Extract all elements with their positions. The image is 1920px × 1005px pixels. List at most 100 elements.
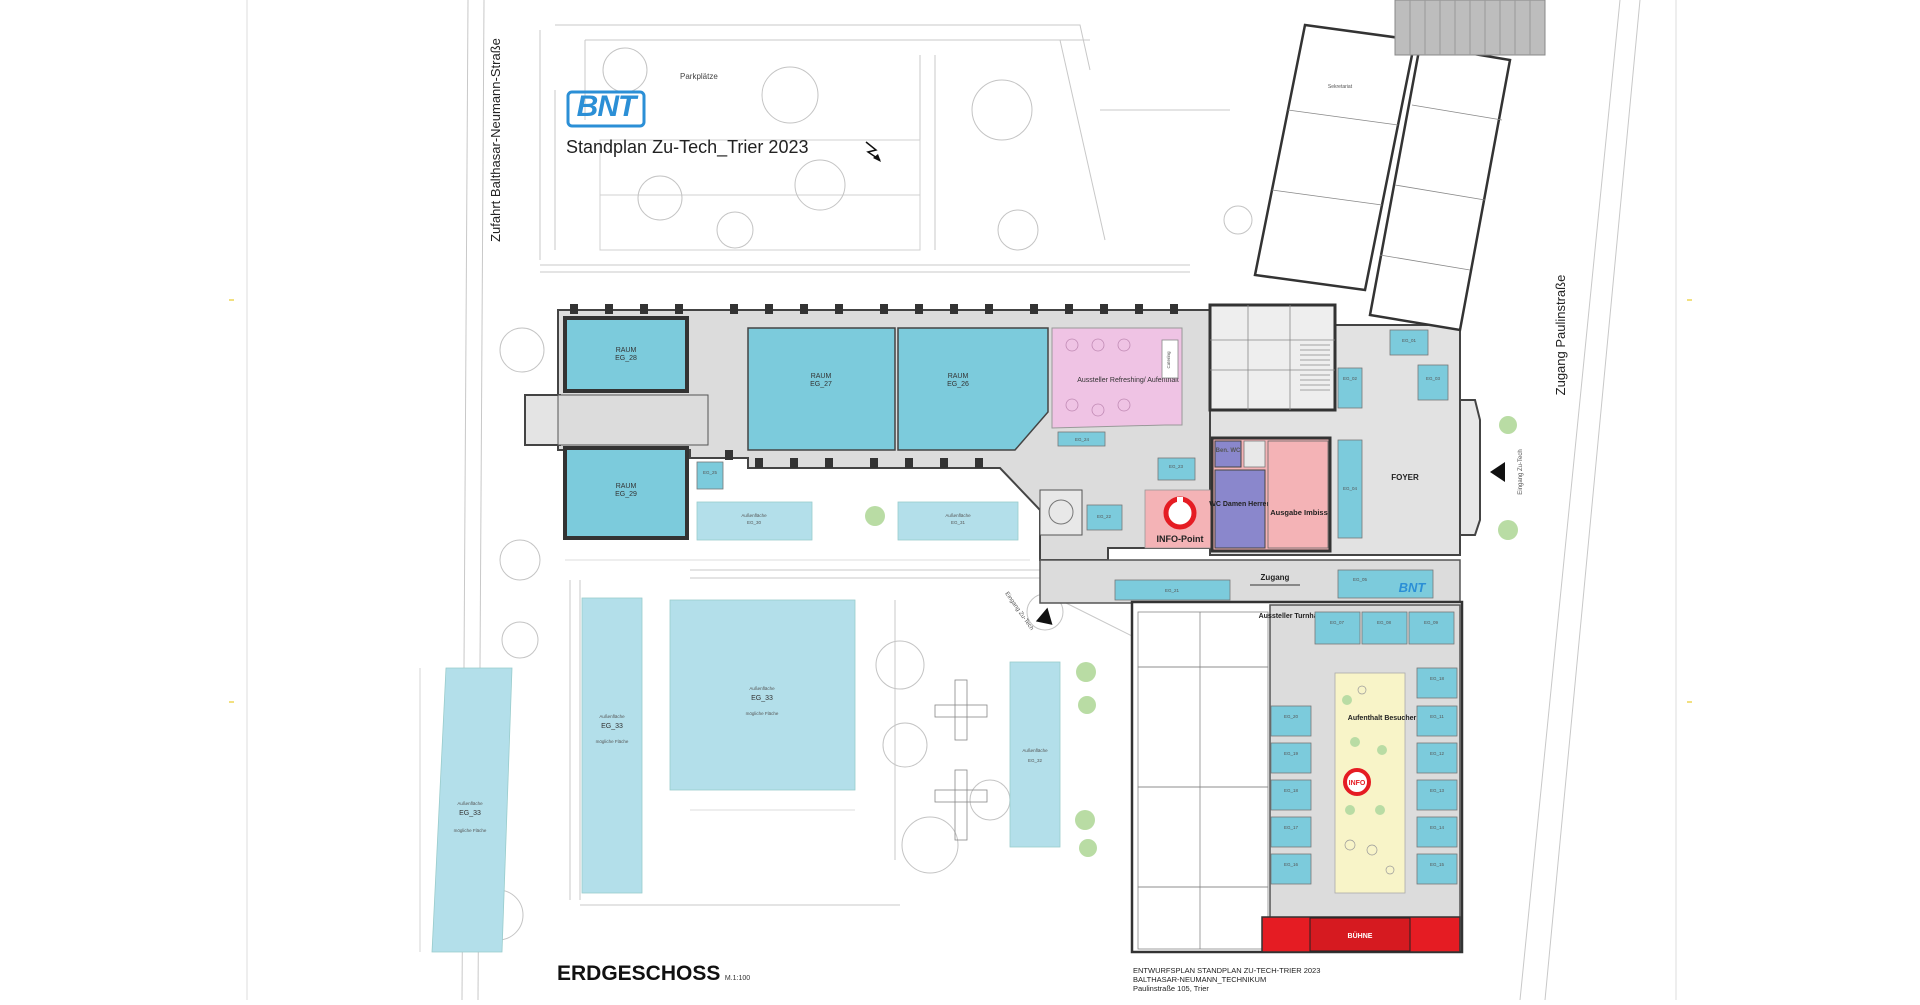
floor-name: ERDGESCHOSS xyxy=(557,962,721,985)
spiral-stair-icon xyxy=(1048,499,1074,525)
shrub xyxy=(1079,839,1097,857)
outdoor-eg33-left[interactable]: Außenfläche EG_33 mögliche Fläche xyxy=(431,667,513,953)
booth-eg08[interactable]: EG_08 xyxy=(1361,611,1408,645)
booth-eg15-code: EG_15 xyxy=(1430,862,1445,867)
tree xyxy=(997,209,1039,251)
booth-eg02-area[interactable] xyxy=(1337,367,1363,409)
bnt-logo: BNT xyxy=(566,84,646,132)
hatching xyxy=(1409,0,1531,55)
room-eg28[interactable]: RAUM EG_28 xyxy=(563,316,689,393)
booth-eg25[interactable]: EG_25 xyxy=(696,461,724,490)
north-arrow-icon xyxy=(865,141,881,162)
booth-eg05[interactable]: EG_05 BNT xyxy=(1337,569,1434,599)
booth-eg21-area[interactable] xyxy=(1114,579,1231,601)
room-eg29-area[interactable] xyxy=(563,446,689,540)
tree xyxy=(499,327,545,373)
booth-eg16-area[interactable] xyxy=(1270,853,1312,885)
room-eg26-area[interactable] xyxy=(897,327,1049,451)
info-point[interactable]: INFO-Point xyxy=(1144,489,1216,549)
booth-eg20-area[interactable] xyxy=(1270,705,1312,737)
booth-eg21[interactable]: EG_21 xyxy=(1114,579,1231,601)
booth-eg22-area[interactable] xyxy=(1086,504,1123,531)
booth-eg13-area[interactable] xyxy=(1416,779,1458,811)
tree xyxy=(971,79,1033,141)
booth-eg15-area[interactable] xyxy=(1416,853,1458,885)
outdoor-eg33-mid-area[interactable] xyxy=(581,597,643,894)
outdoor-eg32-label: Außenfläche xyxy=(1022,748,1048,753)
room-eg26[interactable]: RAUM EG_26 xyxy=(897,327,1049,451)
booth-eg04-area[interactable] xyxy=(1337,439,1363,539)
booth-eg25-area[interactable] xyxy=(696,461,724,490)
plan-info: ENTWURFSPLAN STANDPLAN ZU-TECH-TRIER 202… xyxy=(1133,966,1320,993)
outdoor-eg32-code: EG_32 xyxy=(1028,758,1043,763)
booth-eg01[interactable]: EG_01 xyxy=(1389,329,1429,356)
outdoor-eg33-big[interactable]: Außenfläche EG_33 mögliche Fläche xyxy=(669,599,856,791)
booth-eg12[interactable]: EG_12 xyxy=(1416,742,1458,774)
shrub xyxy=(1075,810,1095,830)
booth-eg11-area[interactable] xyxy=(1416,705,1458,737)
booth-eg18[interactable]: EG_18 xyxy=(1416,667,1458,699)
booth-eg13[interactable]: EG_13 xyxy=(1416,779,1458,811)
booth-eg11[interactable]: EG_11 xyxy=(1416,705,1458,737)
outdoor-eg33-mid[interactable]: Außenfläche EG_33 mögliche Fläche xyxy=(581,597,643,894)
outdoor-eg31-area[interactable] xyxy=(897,501,1019,541)
outdoor-eg32-area[interactable] xyxy=(1009,661,1061,848)
booth-eg19[interactable]: EG_19 xyxy=(1270,742,1312,774)
booth-eg15[interactable]: EG_15 xyxy=(1416,853,1458,885)
outdoor-eg31[interactable]: Außenfläche EG_31 xyxy=(897,501,1019,541)
booth-eg05-area[interactable] xyxy=(1337,569,1434,599)
outdoor-eg32[interactable]: Außenfläche EG_32 xyxy=(1009,661,1061,848)
outdoor-eg33-left-area[interactable] xyxy=(431,667,513,953)
booth-eg03-area[interactable] xyxy=(1417,364,1449,401)
booth-eg24[interactable]: EG_24 xyxy=(1057,431,1106,447)
outdoor-eg30-label: Außenfläche xyxy=(741,513,767,518)
booth-eg16[interactable]: EG_16 xyxy=(1270,853,1312,885)
wc-damen-herren[interactable] xyxy=(1214,469,1266,549)
booth-eg22[interactable]: EG_22 xyxy=(1086,504,1123,531)
booth-eg12-area[interactable] xyxy=(1416,742,1458,774)
booth-eg18b[interactable]: EG_18 xyxy=(1270,779,1312,811)
room-eg27-area[interactable] xyxy=(747,327,896,451)
booth-eg04[interactable]: EG_04 xyxy=(1337,439,1363,539)
booth-eg08-area[interactable] xyxy=(1361,611,1408,645)
wc-ben[interactable] xyxy=(1214,440,1242,468)
booth-eg14[interactable]: EG_14 xyxy=(1416,816,1458,848)
booth-eg02-code: EG_02 xyxy=(1343,376,1358,381)
refresh-area-fill[interactable] xyxy=(1051,327,1183,429)
booth-eg14-area[interactable] xyxy=(1416,816,1458,848)
booth-eg17[interactable]: EG_17 xyxy=(1270,816,1312,848)
booth-eg23-area[interactable] xyxy=(1157,457,1196,481)
booth-eg19-area[interactable] xyxy=(1270,742,1312,774)
room-eg29[interactable]: RAUM EG_29 xyxy=(563,446,689,540)
booth-eg01-area[interactable] xyxy=(1389,329,1429,356)
booth-eg02[interactable]: EG_02 xyxy=(1337,367,1363,409)
room-eg28-area[interactable] xyxy=(563,316,689,393)
booth-eg03[interactable]: EG_03 xyxy=(1417,364,1449,401)
room-eg27[interactable]: RAUM EG_27 xyxy=(747,327,896,451)
outdoor-eg30-area[interactable] xyxy=(696,501,813,541)
outdoor-eg30[interactable]: Außenfläche EG_30 xyxy=(696,501,813,541)
bnt-mini-logo: BNT xyxy=(1399,580,1427,595)
imbiss-area[interactable] xyxy=(1267,440,1329,549)
booth-eg08-code: EG_08 xyxy=(1377,620,1392,625)
booth-eg09-area[interactable] xyxy=(1408,611,1455,645)
booth-eg09[interactable]: EG_09 xyxy=(1408,611,1455,645)
booth-eg18-code: EG_18 xyxy=(1430,676,1445,681)
booth-eg18-area-left[interactable] xyxy=(1270,779,1312,811)
visitor-area-label: Aufenthalt Besucher xyxy=(1348,715,1417,722)
tree xyxy=(875,640,925,690)
booth-eg07-area[interactable] xyxy=(1314,611,1361,645)
tree xyxy=(969,779,1011,821)
booth-eg07[interactable]: EG_07 xyxy=(1314,611,1361,645)
entrance-right[interactable]: Eingang Zu-Tech xyxy=(1490,449,1524,495)
booth-eg17-area[interactable] xyxy=(1270,816,1312,848)
booth-eg23[interactable]: EG_23 xyxy=(1157,457,1196,481)
refresh-area[interactable]: Aussteller Refreshing/ Aufenthalt Cateri… xyxy=(1051,327,1183,429)
booth-eg24-area[interactable] xyxy=(1057,431,1106,447)
stairs xyxy=(1300,344,1330,391)
outdoor-eg33-big-area[interactable] xyxy=(669,599,856,791)
booth-eg24-code: EG_24 xyxy=(1075,437,1090,442)
booth-eg20[interactable]: EG_20 xyxy=(1270,705,1312,737)
booth-eg18-area[interactable] xyxy=(1416,667,1458,699)
outdoor-eg31-label: Außenfläche xyxy=(945,513,971,518)
